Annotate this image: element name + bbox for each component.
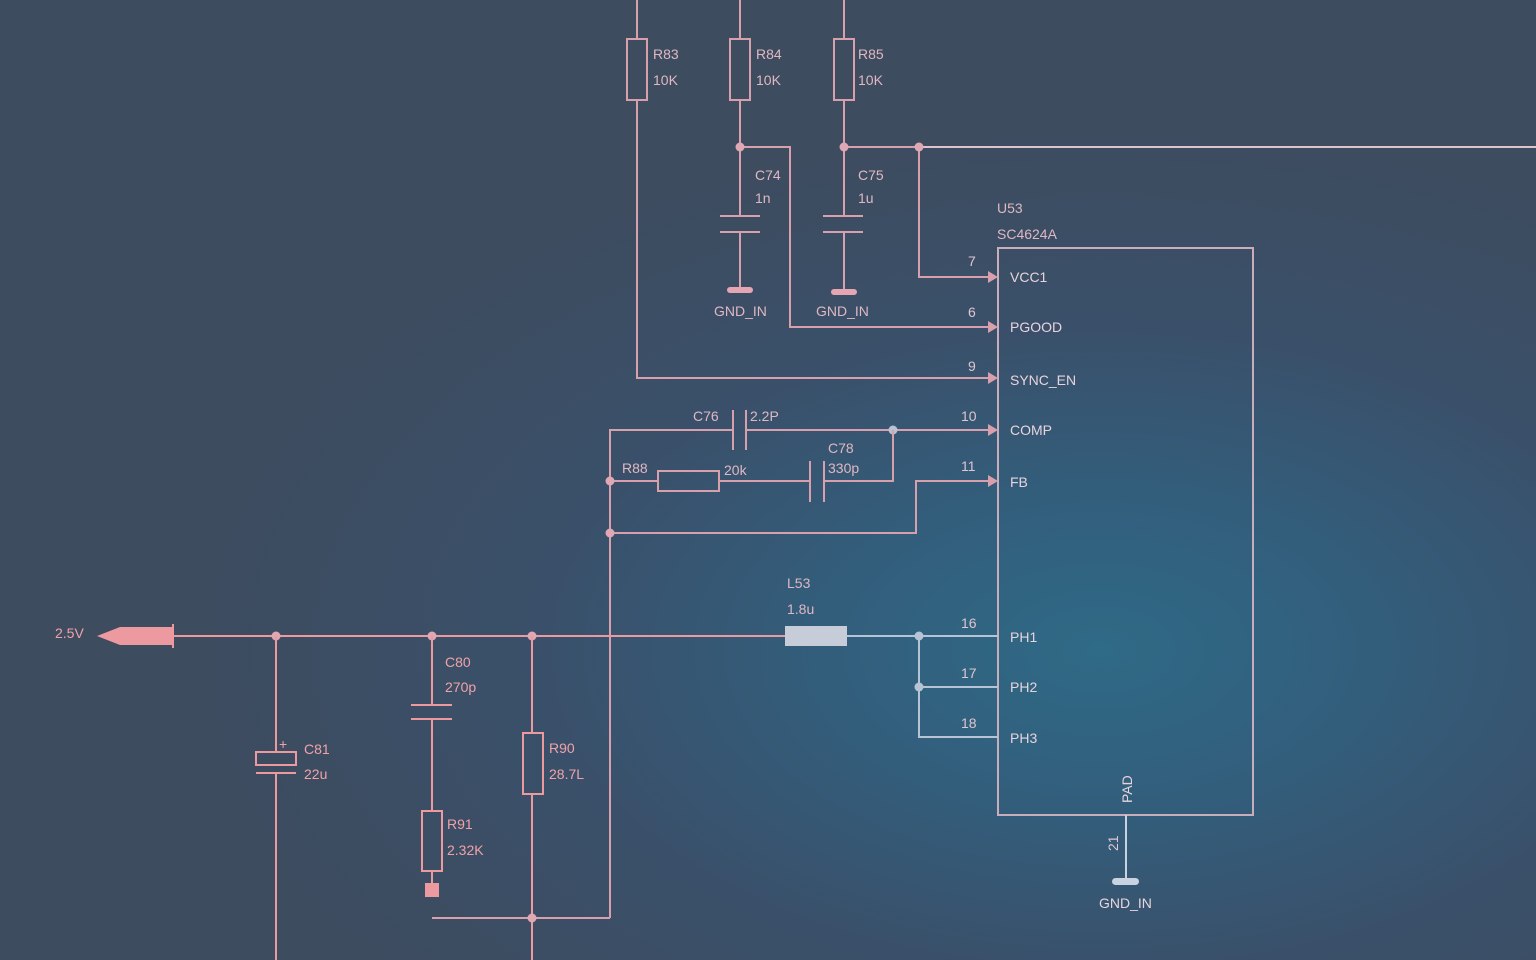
junction-dot xyxy=(527,913,537,923)
r83-ref: R83 xyxy=(653,46,679,62)
c78-value: 330p xyxy=(828,460,859,476)
pin-name: VCC1 xyxy=(1010,269,1048,285)
r83-resistor[interactable] xyxy=(626,38,648,101)
c75-ref: C75 xyxy=(858,167,884,183)
c75-ground-label: GND_IN xyxy=(816,303,869,319)
r88-ref: R88 xyxy=(622,460,648,476)
c80-ref: C80 xyxy=(445,654,471,670)
r91-resistor[interactable] xyxy=(421,810,443,872)
c81-capacitor[interactable] xyxy=(255,751,297,766)
ground-symbol xyxy=(1112,878,1139,885)
ground-symbol xyxy=(727,287,753,293)
c74-value: 1n xyxy=(755,190,771,206)
c81-ref: C81 xyxy=(304,741,330,757)
r91-value: 2.32K xyxy=(447,842,484,858)
l53-ref: L53 xyxy=(787,575,811,591)
junction-dot xyxy=(914,142,924,152)
c78-ref: C78 xyxy=(828,440,854,456)
pin-number: 7 xyxy=(968,253,976,269)
r84-ref: R84 xyxy=(756,46,782,62)
pin-number: 17 xyxy=(961,665,977,681)
pad-pin-number: 21 xyxy=(1105,835,1121,851)
r84-resistor[interactable] xyxy=(729,38,751,101)
l53-value: 1.8u xyxy=(787,601,814,617)
ic-u53[interactable]: U53 SC4624A 7 VCC1 6 PGOOD 9 SYNC_EN 10 … xyxy=(961,200,1254,911)
power-port-label: 2.5V xyxy=(55,625,84,641)
pin-name: COMP xyxy=(1010,422,1052,438)
c80-value: 270p xyxy=(445,679,476,695)
pin-number: 18 xyxy=(961,715,977,731)
pad-label: PAD xyxy=(1119,775,1135,803)
pin-name: FB xyxy=(1010,474,1028,490)
r88-value: 20k xyxy=(724,462,748,478)
junction-dot xyxy=(605,528,615,538)
c81-value: 22u xyxy=(304,766,327,782)
pin-name: PH3 xyxy=(1010,730,1037,746)
pin-number: 11 xyxy=(961,458,976,474)
pin-number: 9 xyxy=(968,358,976,374)
l53-inductor[interactable] xyxy=(785,626,847,646)
r85-network: R85 10K C75 1u GND_IN xyxy=(816,0,1536,319)
pin-arrows xyxy=(988,271,998,487)
pin-number: 10 xyxy=(961,408,977,424)
pin-name: PH2 xyxy=(1010,679,1037,695)
junction-dot xyxy=(839,142,849,152)
c75-value: 1u xyxy=(858,190,874,206)
r88-resistor[interactable] xyxy=(657,470,720,492)
r84-network: R84 10K C74 1n GND_IN xyxy=(714,0,990,328)
r85-resistor[interactable] xyxy=(833,38,855,101)
r91-terminal xyxy=(425,883,439,897)
ic-ground-label: GND_IN xyxy=(1099,895,1152,911)
junction-dot xyxy=(605,476,615,486)
ground-symbol xyxy=(831,289,857,295)
r85-ref: R85 xyxy=(858,46,884,62)
pin-number: 6 xyxy=(968,304,976,320)
c74-ref: C74 xyxy=(755,167,781,183)
pin-name: PGOOD xyxy=(1010,319,1062,335)
r85-value: 10K xyxy=(858,72,884,88)
ic-part: SC4624A xyxy=(997,226,1058,242)
c76-value: 2.2P xyxy=(750,408,779,424)
c76-ref: C76 xyxy=(693,408,719,424)
pin-number: 16 xyxy=(961,615,977,631)
c81-polarity: + xyxy=(279,736,287,752)
power-port-arrow[interactable] xyxy=(97,627,172,645)
compensation-network: C76 2.2P R88 20k C78 330p xyxy=(432,408,990,919)
r83-network: R83 10K xyxy=(626,0,990,379)
r91-ref: R91 xyxy=(447,816,473,832)
junction-dot xyxy=(914,631,924,641)
r83-value: 10K xyxy=(653,72,679,88)
pin-name: SYNC_EN xyxy=(1010,372,1076,388)
r90-value: 28.7L xyxy=(549,766,584,782)
r90-ref: R90 xyxy=(549,740,575,756)
junction-dot xyxy=(914,682,924,692)
r84-value: 10K xyxy=(756,72,782,88)
pin-name: PH1 xyxy=(1010,629,1037,645)
ic-ref: U53 xyxy=(997,200,1023,216)
junction-dot xyxy=(735,142,745,152)
r90-resistor[interactable] xyxy=(522,732,544,795)
c74-ground-label: GND_IN xyxy=(714,303,767,319)
power-net: 2.5V L53 1.8u + C81 22u C80 270p R91 2.3 xyxy=(55,575,998,960)
